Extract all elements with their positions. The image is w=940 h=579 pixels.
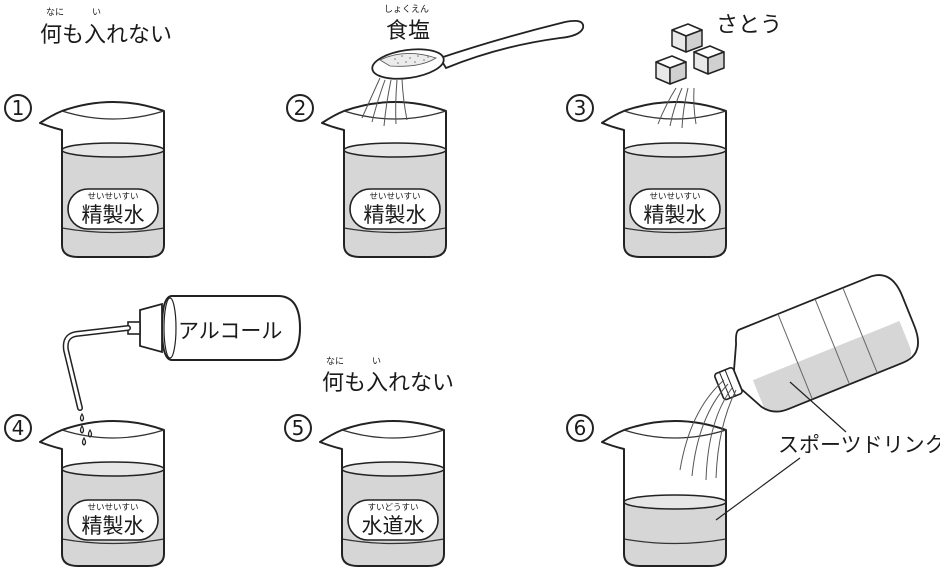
panel-5: なに い 何も入れない 5 すいどうすい 水道水 bbox=[284, 356, 454, 567]
panel-4: 4 せいせいすい 精製水 アルコール bbox=[4, 295, 302, 567]
sports-drink-leaders bbox=[715, 381, 847, 521]
panel-1-number: 1 bbox=[4, 94, 32, 122]
panel-2-label-ruby: せいせいすい bbox=[369, 192, 420, 202]
panel-4-number: 4 bbox=[4, 414, 32, 442]
salt-text: 食塩 bbox=[386, 19, 430, 44]
panel-5-label: 水道水 bbox=[362, 514, 425, 538]
nothing-top-ruby-2: い bbox=[92, 8, 101, 18]
panel-2-beaker: せいせいすい 精製水 bbox=[321, 101, 447, 258]
sports-drink-label: スポーツドリンク bbox=[778, 433, 940, 457]
panel-3-beaker: せいせいすい 精製水 bbox=[601, 101, 727, 258]
alcohol-label: アルコール bbox=[178, 319, 282, 343]
sugar-falling-lines bbox=[657, 87, 697, 129]
sports-drink-pour-lines bbox=[679, 379, 737, 481]
nothing-bottom-ruby-2: い bbox=[372, 357, 381, 367]
alcohol-drops-icon bbox=[79, 412, 93, 446]
panel-6: 6 bbox=[566, 274, 940, 567]
svg-text:5: 5 bbox=[292, 416, 305, 440]
panel-2-label: 精製水 bbox=[364, 203, 427, 227]
panel-1-beaker: せいせいすい 精製水 bbox=[39, 101, 165, 258]
panel-3-number: 3 bbox=[566, 94, 594, 122]
panel-3-label: 精製水 bbox=[644, 203, 707, 227]
nothing-top-label: なに い 何も入れない bbox=[40, 7, 172, 48]
svg-text:1: 1 bbox=[12, 96, 25, 120]
svg-text:4: 4 bbox=[12, 416, 25, 440]
panel-5-beaker: すいどうすい 水道水 bbox=[319, 420, 445, 567]
nothing-bottom-ruby-1: なに bbox=[326, 356, 344, 367]
svg-text:6: 6 bbox=[574, 416, 587, 440]
panel-1-label-ruby: せいせいすい bbox=[87, 192, 138, 202]
panel-4-label: 精製水 bbox=[82, 514, 145, 538]
sugar-label: さとう bbox=[716, 13, 782, 38]
panel-6-beaker bbox=[601, 420, 727, 567]
panel-6-number: 6 bbox=[566, 414, 594, 442]
panel-1: 1 せいせいすい 精製水 bbox=[4, 94, 165, 258]
salt-ruby: しょくえん bbox=[384, 4, 429, 15]
panel-2-number: 2 bbox=[286, 94, 314, 122]
panel-4-label-ruby: せいせいすい bbox=[87, 503, 138, 513]
salt-spoon-icon bbox=[371, 19, 585, 80]
panel-3-label-ruby: せいせいすい bbox=[649, 192, 700, 202]
panel-4-beaker: せいせいすい 精製水 bbox=[39, 420, 165, 567]
nothing-top-text: 何も入れない bbox=[40, 23, 172, 48]
salt-falling-lines bbox=[361, 77, 408, 127]
nothing-bottom-text: 何も入れない bbox=[322, 371, 454, 396]
svg-text:3: 3 bbox=[574, 96, 587, 120]
panel-3: 3 せいせいすい 精製水 bbox=[566, 23, 727, 258]
panel-2: 2 せいせいすい 精製水 bbox=[286, 19, 585, 258]
nothing-top-ruby-1: なに bbox=[46, 7, 64, 18]
sports-drink-bottle-icon bbox=[714, 274, 919, 413]
panel-1-label: 精製水 bbox=[82, 203, 145, 227]
salt-label: しょくえん 食塩 bbox=[384, 4, 430, 44]
nothing-bottom-label: なに い 何も入れない bbox=[322, 356, 454, 396]
alcohol-bottle-icon bbox=[62, 295, 302, 411]
sugar-cubes-icon bbox=[655, 23, 725, 85]
panel-5-number: 5 bbox=[284, 414, 312, 442]
panel-5-label-ruby: すいどうすい bbox=[367, 503, 418, 513]
svg-text:2: 2 bbox=[294, 96, 307, 120]
